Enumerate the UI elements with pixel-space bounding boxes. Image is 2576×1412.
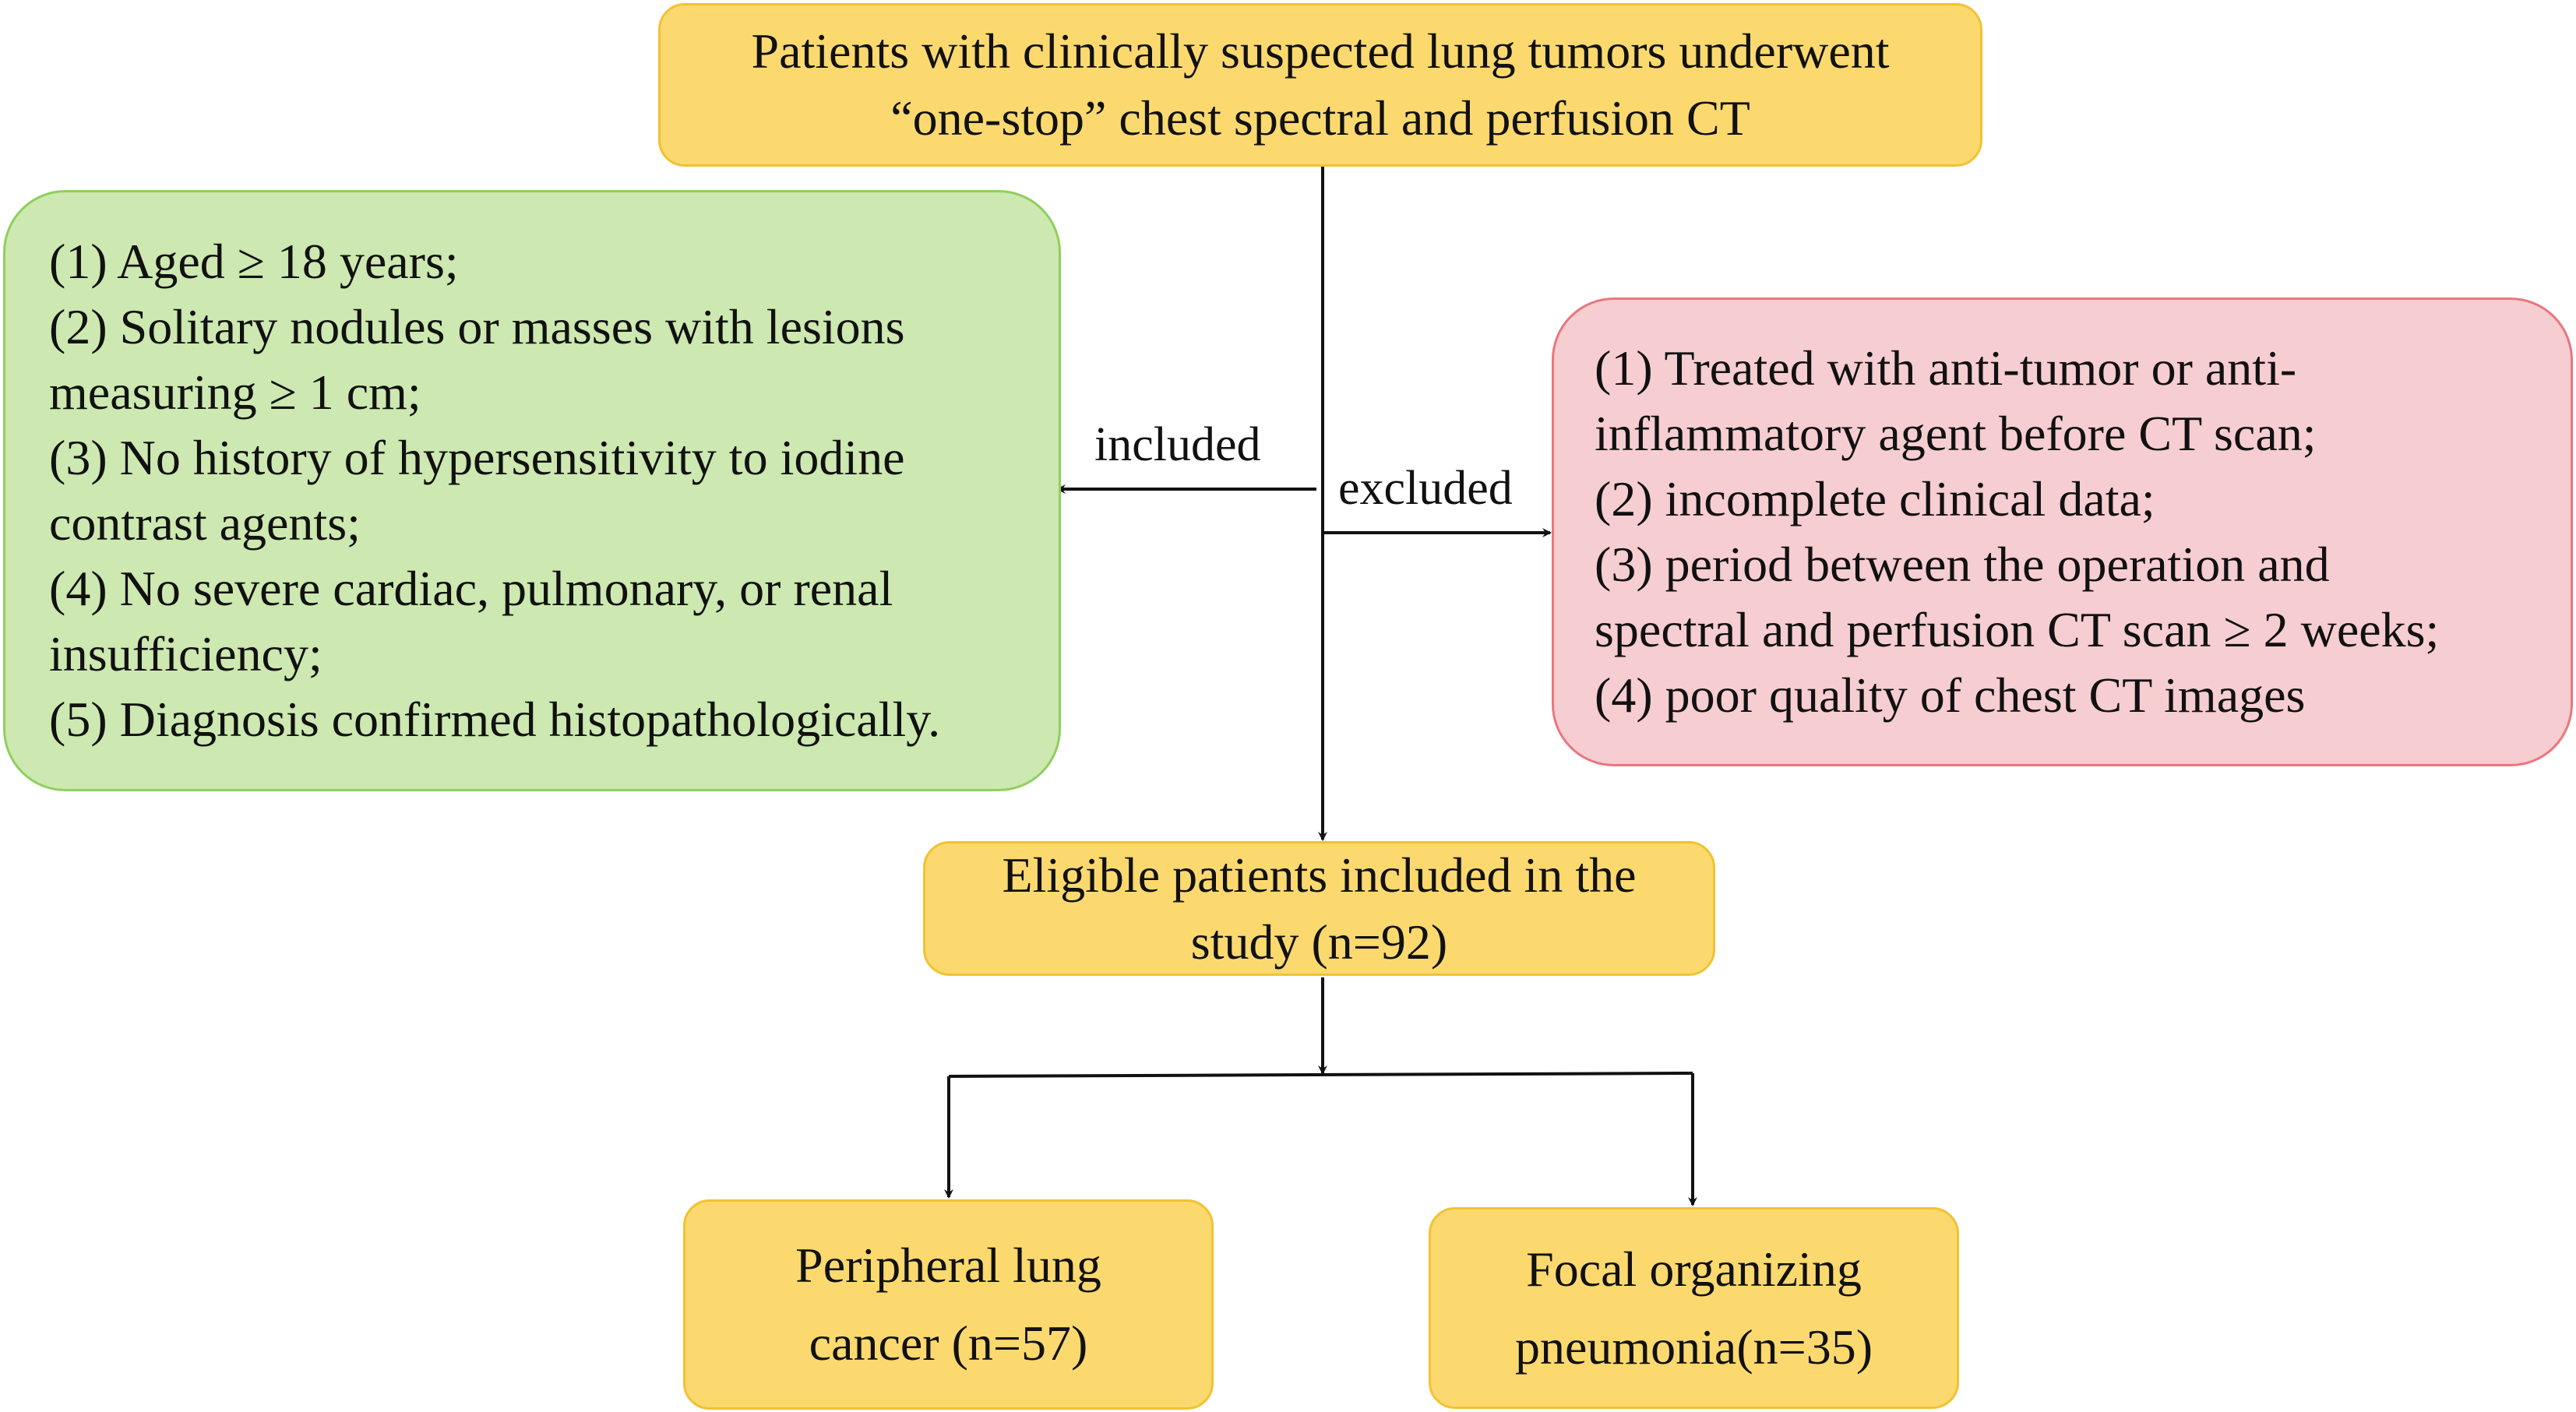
focal-organizing-pneumonia-box: Focal organizing pneumonia(n=35) <box>1429 1207 1959 1409</box>
inclusion-criteria-box: (1) Aged ≥ 18 years; (2) Solitary nodule… <box>3 190 1061 791</box>
eligible-line-2: study (n=92) <box>1190 914 1448 970</box>
exclusion-line-6: (4) poor quality of chest CT images <box>1595 667 2306 723</box>
exclusion-line-5: spectral and perfusion CT scan ≥ 2 weeks… <box>1595 602 2440 657</box>
exclusion-criteria-box: (1) Treated with anti-tumor or anti- inf… <box>1552 298 2573 766</box>
inclusion-line-6: (4) No severe cardiac, pulmonary, or ren… <box>49 561 893 616</box>
inclusion-line-5: contrast agents; <box>49 495 361 551</box>
cancer-line-2: cancer (n=57) <box>809 1315 1088 1371</box>
exclusion-line-1: (1) Treated with anti-tumor or anti- <box>1595 340 2297 396</box>
screening-line-2: “one-stop” chest spectral and perfusion … <box>890 90 1750 146</box>
exclusion-line-2: inflammatory agent before CT scan; <box>1595 406 2317 461</box>
inclusion-line-2: (2) Solitary nodules or masses with lesi… <box>49 299 905 354</box>
eligible-patients-box: Eligible patients included in the study … <box>923 841 1715 976</box>
pneumonia-line-2: pneumonia(n=35) <box>1514 1319 1873 1375</box>
included-label: included <box>1094 418 1261 471</box>
exclusion-line-4: (3) period between the operation and <box>1595 537 2330 592</box>
inclusion-line-7: insufficiency; <box>49 626 322 681</box>
screening-line-1: Patients with clinically suspected lung … <box>751 23 1890 79</box>
inclusion-line-4: (3) No history of hypersensitivity to io… <box>49 430 905 485</box>
pneumonia-line-1: Focal organizing <box>1526 1241 1862 1297</box>
excluded-label: excluded <box>1338 462 1513 515</box>
inclusion-line-3: measuring ≥ 1 cm; <box>49 364 421 420</box>
screening-population-box: Patients with clinically suspected lung … <box>658 3 1982 167</box>
exclusion-line-3: (2) incomplete clinical data; <box>1595 471 2155 526</box>
branch-horizontal-line <box>948 1072 1693 1078</box>
inclusion-line-8: (5) Diagnosis confirmed histopathologica… <box>49 692 941 747</box>
peripheral-lung-cancer-box: Peripheral lung cancer (n=57) <box>683 1199 1214 1410</box>
inclusion-line-1: (1) Aged ≥ 18 years; <box>49 234 459 289</box>
cancer-line-1: Peripheral lung <box>795 1238 1101 1293</box>
eligible-line-1: Eligible patients included in the <box>1002 847 1637 903</box>
